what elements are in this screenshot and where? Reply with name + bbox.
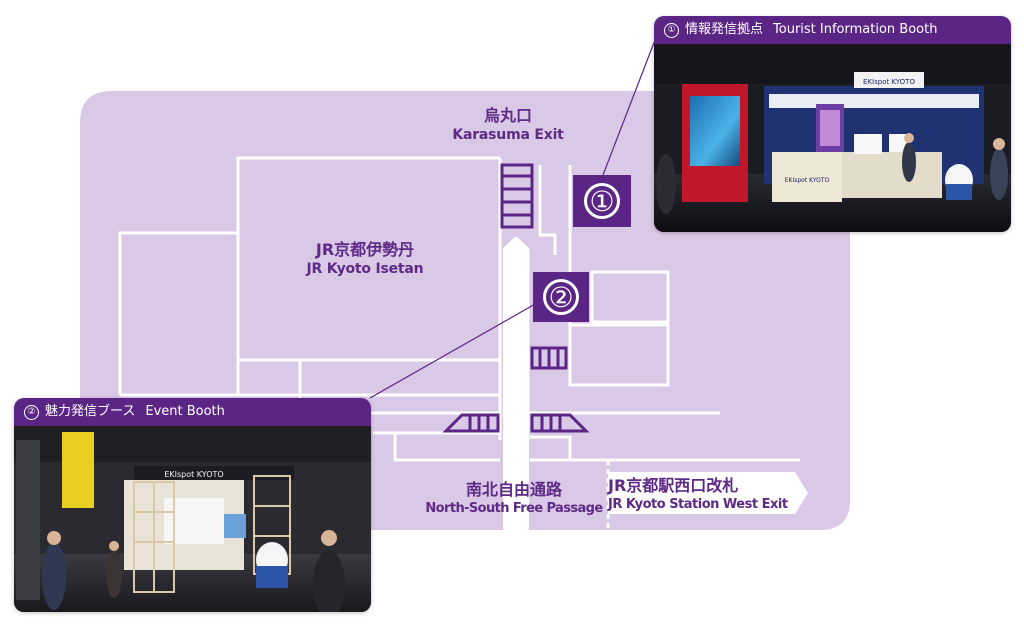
- marker-2-number: ②: [543, 279, 579, 315]
- stairs-karasuma: [500, 163, 534, 229]
- stairs-middle: [530, 346, 568, 370]
- tourist-info-booth-photo: EKIspot KYOTO EKIspot KYOTO: [654, 44, 1011, 232]
- card-2-number: ②: [24, 405, 39, 420]
- west-exit-arrow: [608, 472, 808, 514]
- tourist-info-booth-card: ① 情報発信拠点 Tourist Information Booth EKIspot…: [654, 16, 1011, 232]
- isetan-en: JR Kyoto Isetan: [306, 261, 424, 277]
- passage-jp: 南北自由通路: [465, 480, 562, 499]
- card-2-title-jp: 魅力発信ブース: [45, 404, 136, 419]
- west-exit-en: JR Kyoto Station West Exit: [608, 497, 788, 512]
- karasuma-exit-jp: 烏丸口: [483, 106, 532, 125]
- card-1-title-en: Tourist Information Booth: [773, 22, 938, 37]
- west-exit-label: JR京都駅西口改札 JR Kyoto Station West Exit: [608, 476, 804, 514]
- event-booth-card: ② 魅力発信ブース Event Booth EKIspot KYOTO: [14, 398, 371, 612]
- passage-label: 南北自由通路 North-South Free Passage: [424, 480, 604, 518]
- escalator-left: [442, 413, 500, 433]
- escalator-right: [530, 413, 590, 433]
- booth-1-top-sign: EKIspot KYOTO: [863, 78, 915, 86]
- card-2-title: ② 魅力発信ブース Event Booth: [14, 398, 371, 426]
- callout-line-1: [602, 39, 656, 176]
- card-1-title-jp: 情報発信拠点: [685, 22, 764, 37]
- event-booth-photo: EKIspot KYOTO: [14, 426, 371, 612]
- karasuma-exit-label: 烏丸口 Karasuma Exit: [438, 106, 578, 144]
- karasuma-exit-en: Karasuma Exit: [452, 127, 564, 143]
- card-1-title: ① 情報発信拠点 Tourist Information Booth: [654, 16, 1011, 44]
- card-2-title-en: Event Booth: [145, 404, 225, 419]
- booth-marker-2[interactable]: ②: [533, 272, 589, 322]
- booth-1-counter-sign: EKIspot KYOTO: [785, 177, 830, 184]
- west-exit-jp: JR京都駅西口改札: [608, 476, 739, 495]
- callout-line-2: [369, 302, 538, 399]
- marker-1-number: ①: [584, 183, 620, 219]
- booth-2-sign: EKIspot KYOTO: [164, 470, 223, 479]
- passage-en: North-South Free Passage: [425, 501, 603, 516]
- isetan-label: JR京都伊勢丹 JR Kyoto Isetan: [295, 240, 435, 278]
- booth-marker-1[interactable]: ①: [573, 175, 631, 227]
- card-1-number: ①: [664, 23, 679, 38]
- isetan-jp: JR京都伊勢丹: [315, 240, 415, 259]
